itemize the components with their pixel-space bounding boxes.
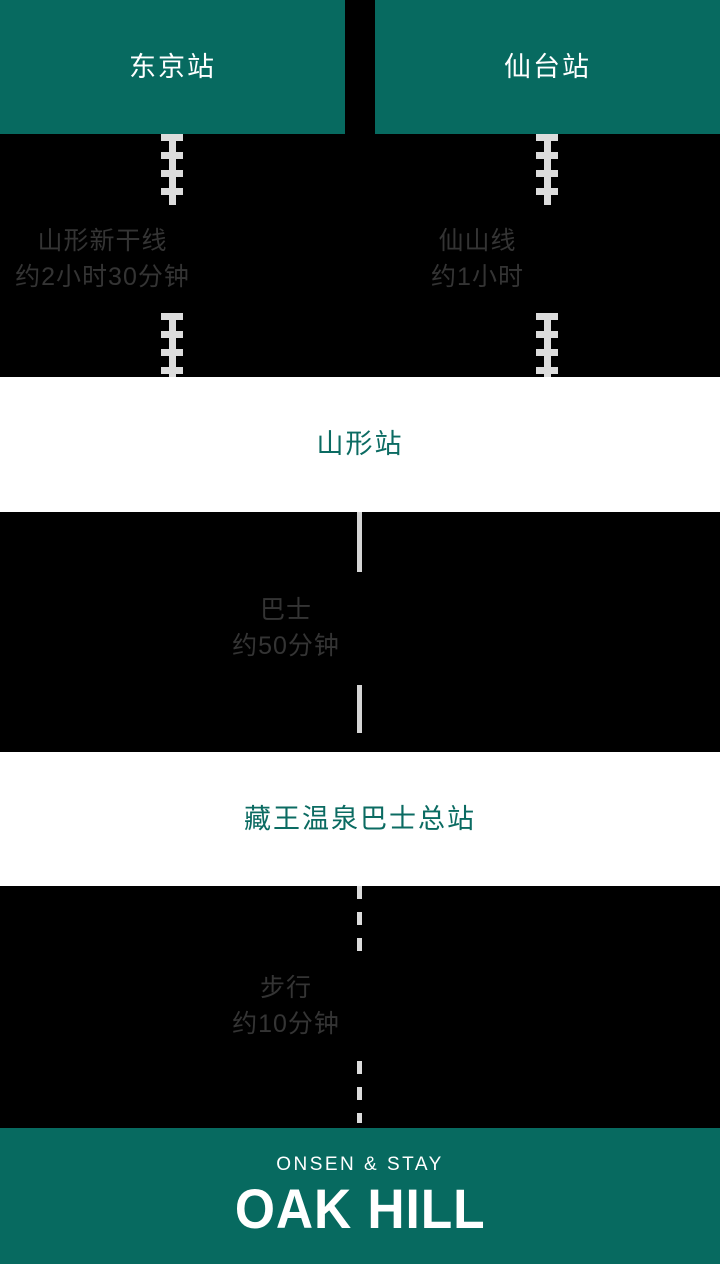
brand-name: OAK HILL	[234, 1177, 486, 1240]
bus-route-line-icon	[357, 684, 362, 733]
leg-sendai-duration: 约1小时	[431, 262, 524, 291]
leg-tokyo-duration: 约2小时30分钟	[15, 262, 190, 291]
leg-bus-info: 巴士 约50分钟	[136, 592, 436, 665]
leg-sendai-mode: 仙山线	[438, 226, 517, 255]
leg-yamagata-to-zao: 巴士 约50分钟	[232, 512, 362, 752]
bus-route-line-icon	[357, 512, 362, 572]
origin-station-sendai-label: 仙台站	[504, 51, 591, 82]
leg-bus-mode: 巴士	[259, 596, 312, 624]
origin-stations-row: 东京站 仙台站	[0, 0, 720, 134]
origin-station-tokyo[interactable]: 东京站	[0, 0, 345, 134]
station-zao-label: 藏王温泉巴士总站	[244, 803, 476, 834]
brand-footer[interactable]: ONSEN & STAY OAK HILL	[0, 1128, 720, 1264]
leg-tokyo-mode: 山形新干线	[37, 226, 168, 255]
station-yamagata-label: 山形站	[316, 429, 404, 459]
station-zao-onsen-bus-terminal[interactable]: 藏王温泉巴士总站	[0, 752, 720, 886]
leg-walk-mode: 步行	[259, 974, 312, 1002]
origin-station-tokyo-label: 东京站	[129, 51, 216, 82]
rail-track-icon	[536, 313, 558, 377]
leg-sendai-info: 仙山线 约1小时	[328, 223, 628, 296]
leg-tokyo-to-yamagata: 山形新干线 约2小时30分钟	[15, 134, 189, 377]
rail-track-icon	[536, 134, 558, 205]
station-yamagata[interactable]: 山形站	[0, 377, 720, 512]
leg-walk-duration: 约10分钟	[232, 1010, 340, 1039]
leg-bus-duration: 约50分钟	[232, 632, 340, 661]
rail-track-icon	[161, 313, 183, 377]
brand-tagline: ONSEN & STAY	[276, 1154, 444, 1175]
leg-sendai-to-yamagata: 仙山线 约1小时	[431, 134, 558, 377]
leg-tokyo-info: 山形新干线 约2小时30分钟	[0, 223, 253, 296]
walking-route-line-icon	[357, 1060, 362, 1123]
rail-track-icon	[161, 134, 183, 205]
walking-route-line-icon	[357, 886, 362, 952]
origin-station-sendai[interactable]: 仙台站	[375, 0, 720, 134]
leg-zao-to-hotel: 步行 约10分钟	[232, 886, 362, 1128]
leg-walk-info: 步行 约10分钟	[136, 970, 436, 1043]
